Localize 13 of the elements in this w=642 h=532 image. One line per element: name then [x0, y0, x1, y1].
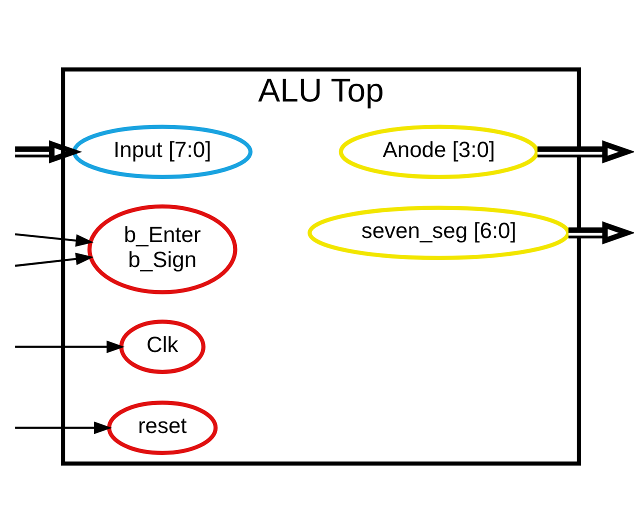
- node-ellipse: reset: [107, 400, 218, 454]
- arrow: [15, 421, 112, 434]
- node-ellipse: seven_seg [6:0]: [308, 205, 570, 260]
- arrow: [568, 220, 634, 244]
- arrow: [14, 252, 94, 266]
- arrow: [14, 232, 94, 246]
- node-ellipse: Anode [3:0]: [338, 124, 539, 178]
- node-ellipse: b_Enter b_Sign: [87, 204, 238, 294]
- arrow: [537, 140, 634, 163]
- arrow: [15, 140, 82, 163]
- arrow: [15, 340, 125, 353]
- node-ellipse: Clk: [119, 319, 206, 374]
- node-ellipse: Input [7:0]: [72, 124, 253, 178]
